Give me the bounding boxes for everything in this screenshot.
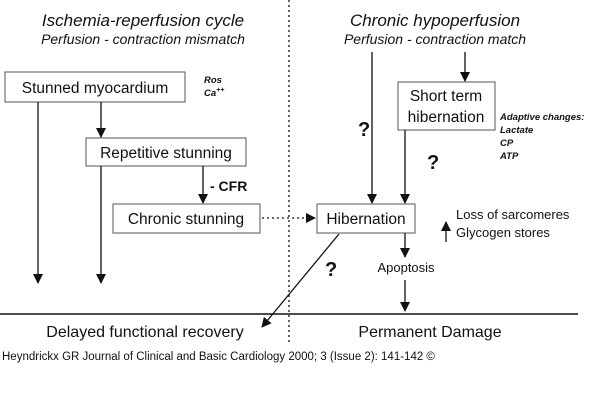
glycogen-stores-label: Glycogen stores (456, 225, 550, 240)
question-mark-2: ? (427, 152, 439, 174)
adaptive-item-cp: CP (500, 138, 514, 149)
adaptive-item-atp: ATP (499, 151, 519, 162)
question-mark-1: ? (358, 119, 370, 141)
chronic-stunning-label: Chronic stunning (128, 211, 244, 228)
caption: Heyndrickx GR Journal of Clinical and Ba… (2, 351, 435, 363)
arrow-hibernation-to-recovery (261, 233, 340, 328)
adaptive-changes-title: Adaptive changes: (499, 112, 584, 123)
adaptive-item-lactate: Lactate (500, 125, 534, 136)
apoptosis-label: Apoptosis (377, 260, 435, 275)
ros-label: Ros (204, 75, 222, 86)
ca-label: Ca++ (204, 87, 224, 99)
hibernation-box (316, 203, 416, 234)
short-term-label-line2: hibernation (408, 109, 485, 126)
delayed-recovery-label: Delayed functional recovery (46, 324, 243, 341)
chronic-stunning-box (112, 203, 261, 234)
stunned-myocardium-box (4, 71, 186, 103)
hibernation-label: Hibernation (326, 211, 405, 228)
right-header-title: Chronic hypoperfusion (350, 11, 520, 30)
repetitive-stunning-box (85, 137, 247, 167)
left-header-subtitle: Perfusion - contraction mismatch (41, 31, 245, 47)
short-term-label-line1: Short term (410, 88, 482, 105)
stunned-myocardium-label: Stunned myocardium (22, 80, 168, 97)
left-header-title: Ischemia-reperfusion cycle (42, 11, 244, 30)
loss-of-sarcomeres-label: Loss of sarcomeres (456, 207, 570, 222)
repetitive-stunning-label: Repetitive stunning (100, 145, 232, 162)
question-mark-3: ? (325, 259, 337, 281)
short-term-hibernation-box (397, 81, 496, 131)
cfr-label: - CFR (210, 178, 247, 194)
right-header-subtitle: Perfusion - contraction match (344, 31, 526, 47)
permanent-damage-label: Permanent Damage (358, 324, 501, 341)
